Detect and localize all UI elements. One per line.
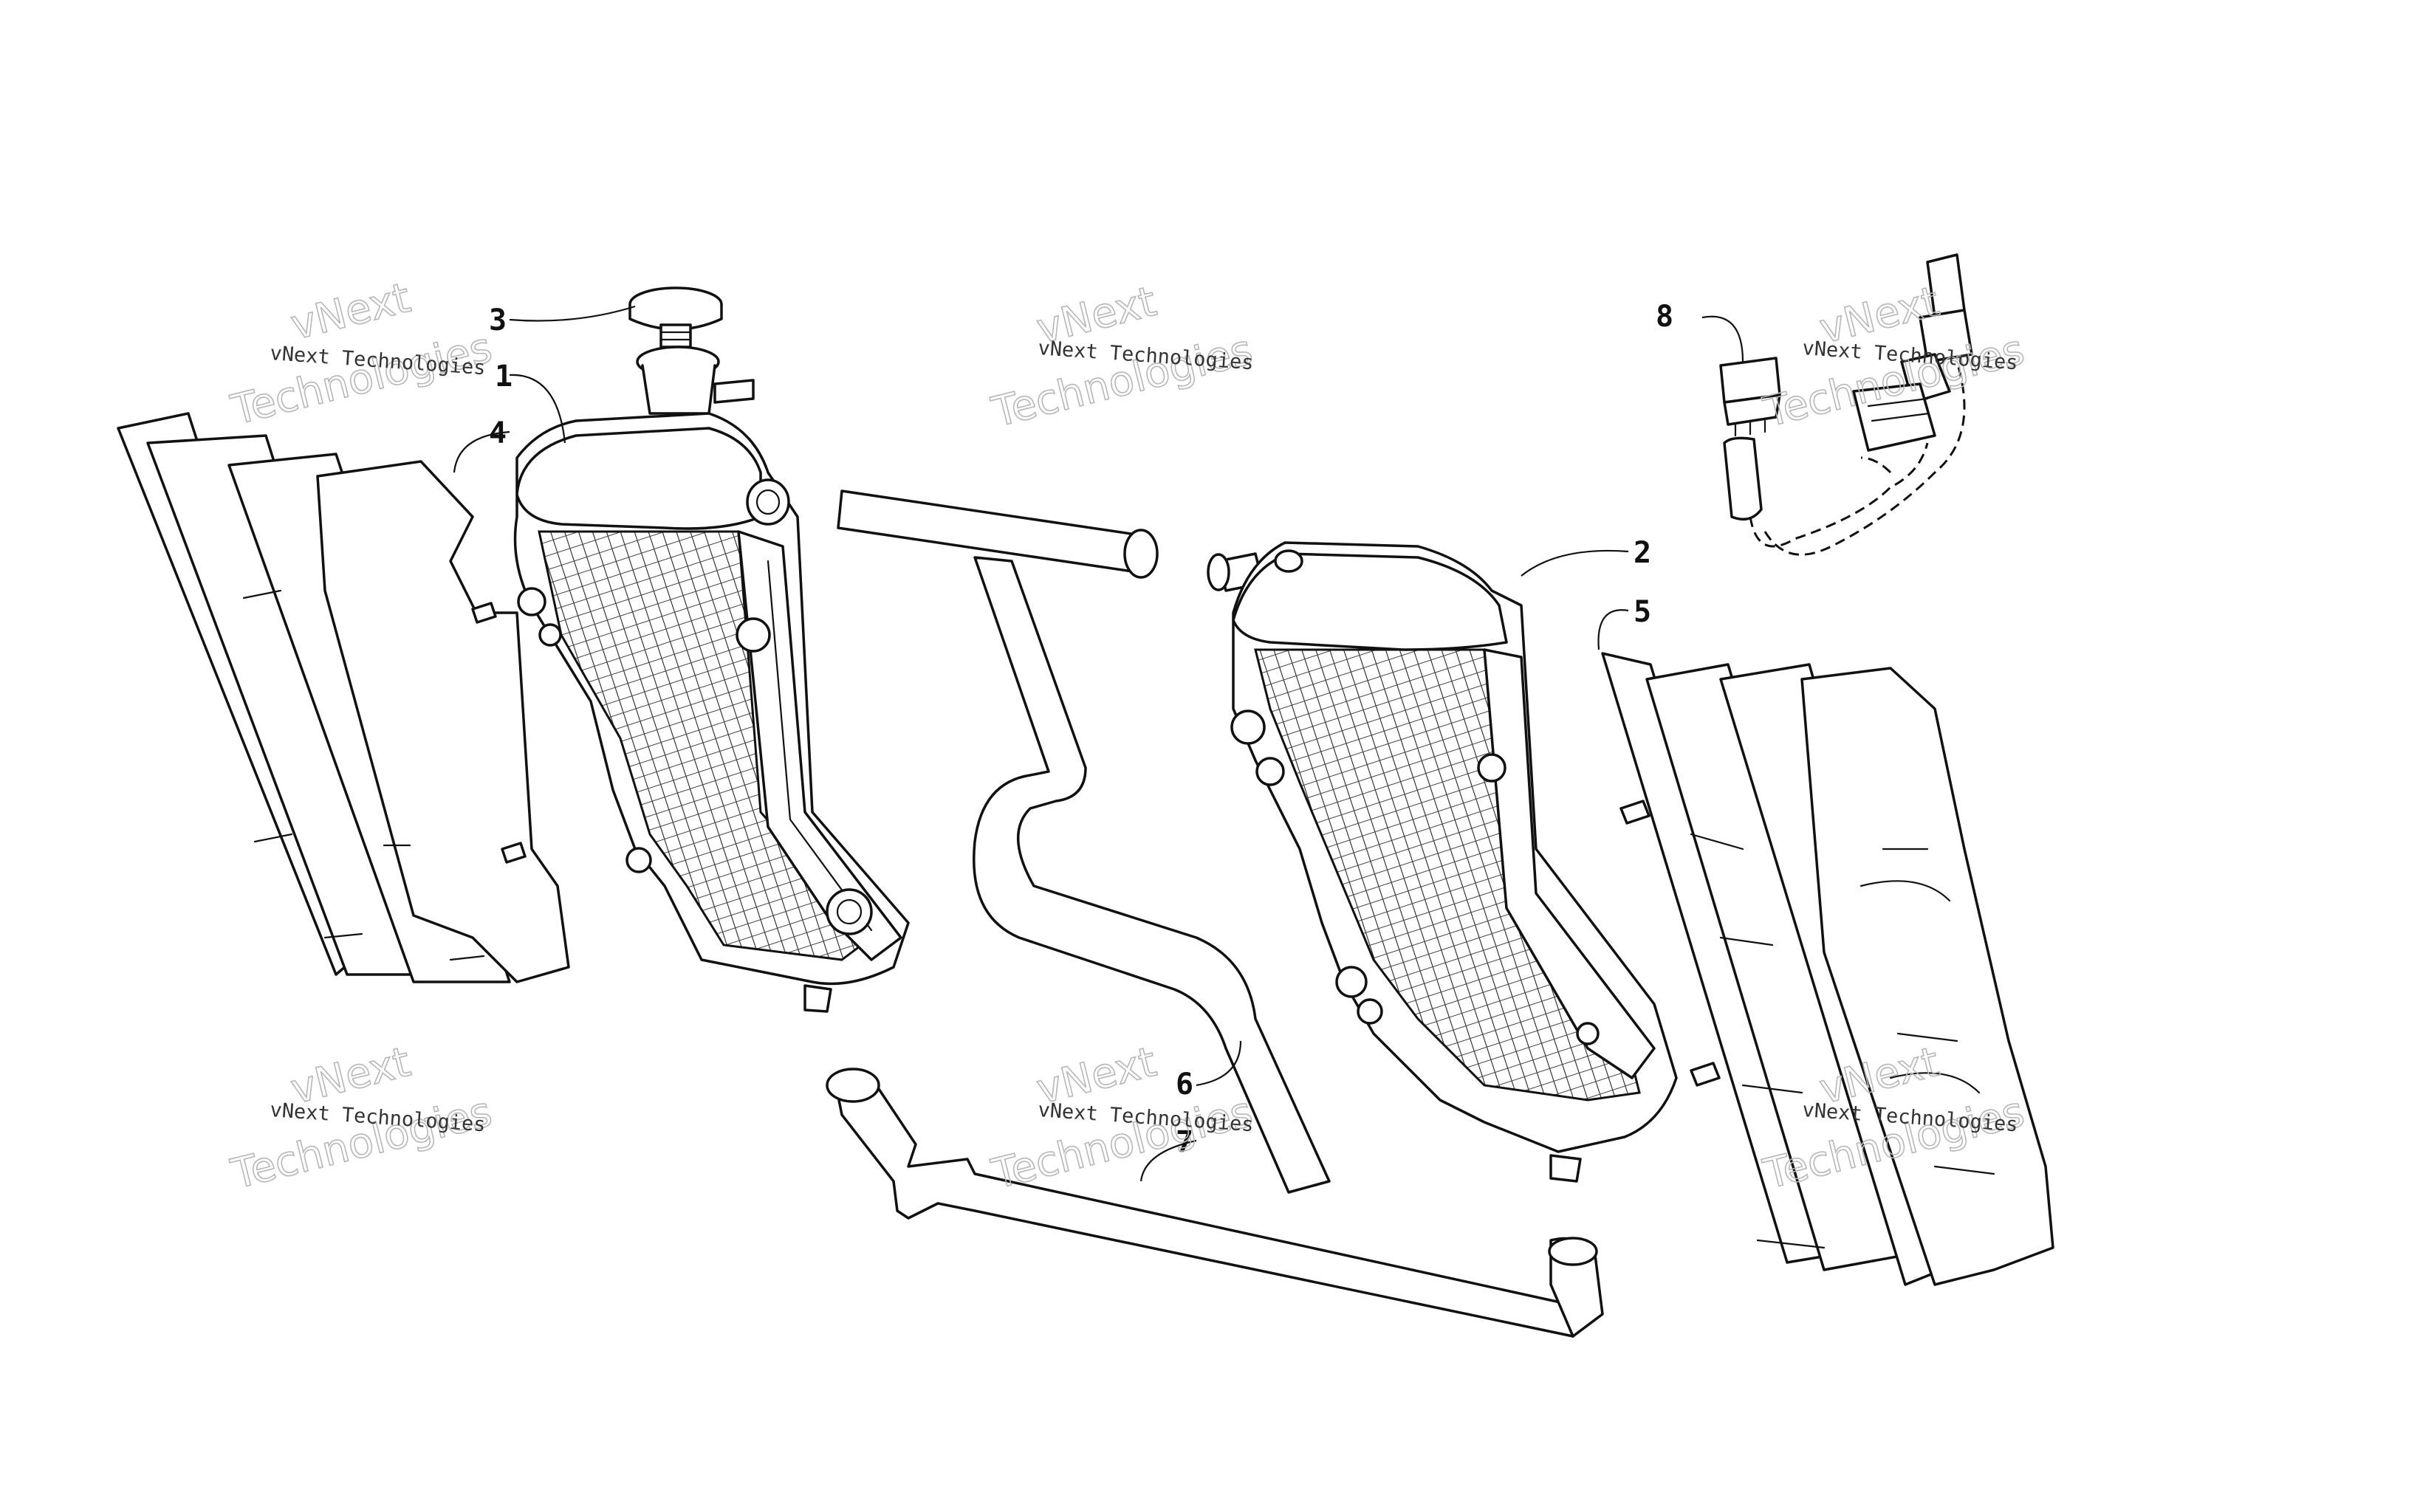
callout-3: 3: [489, 303, 507, 337]
callout-1: 1: [495, 360, 513, 394]
callout-7: 7: [1176, 1125, 1193, 1159]
callout-2: 2: [1634, 536, 1651, 570]
watermark-top-center: vNext Technologies vNext Technologies: [987, 277, 1258, 437]
callout-4: 4: [489, 416, 507, 450]
callout-5: 5: [1634, 595, 1651, 629]
right-radiator: [1207, 541, 1678, 1183]
svg-text:vNext: vNext: [287, 274, 415, 350]
watermark-top-left: vNext Technologies vNext Technologies: [226, 273, 497, 435]
left-radiator: [513, 346, 910, 1013]
radiator-cap: [628, 286, 723, 348]
right-radiator-guard: [1601, 652, 2054, 1286]
leader-lines: [453, 305, 1744, 1182]
lower-coolant-hose: [826, 1068, 1604, 1338]
fan-relay-harness: [1719, 253, 1973, 556]
left-radiator-guard: [117, 412, 570, 983]
svg-text:Technologies: Technologies: [227, 323, 497, 434]
watermark-bottom-left: vNext Technologies vNext Technologies: [226, 1037, 497, 1199]
upper-coolant-hose: [837, 489, 1331, 1194]
callout-6: 6: [1176, 1068, 1193, 1102]
watermark-bottom-center: vNext Technologies vNext Technologies: [987, 1037, 1258, 1199]
callout-8: 8: [1656, 300, 1673, 334]
